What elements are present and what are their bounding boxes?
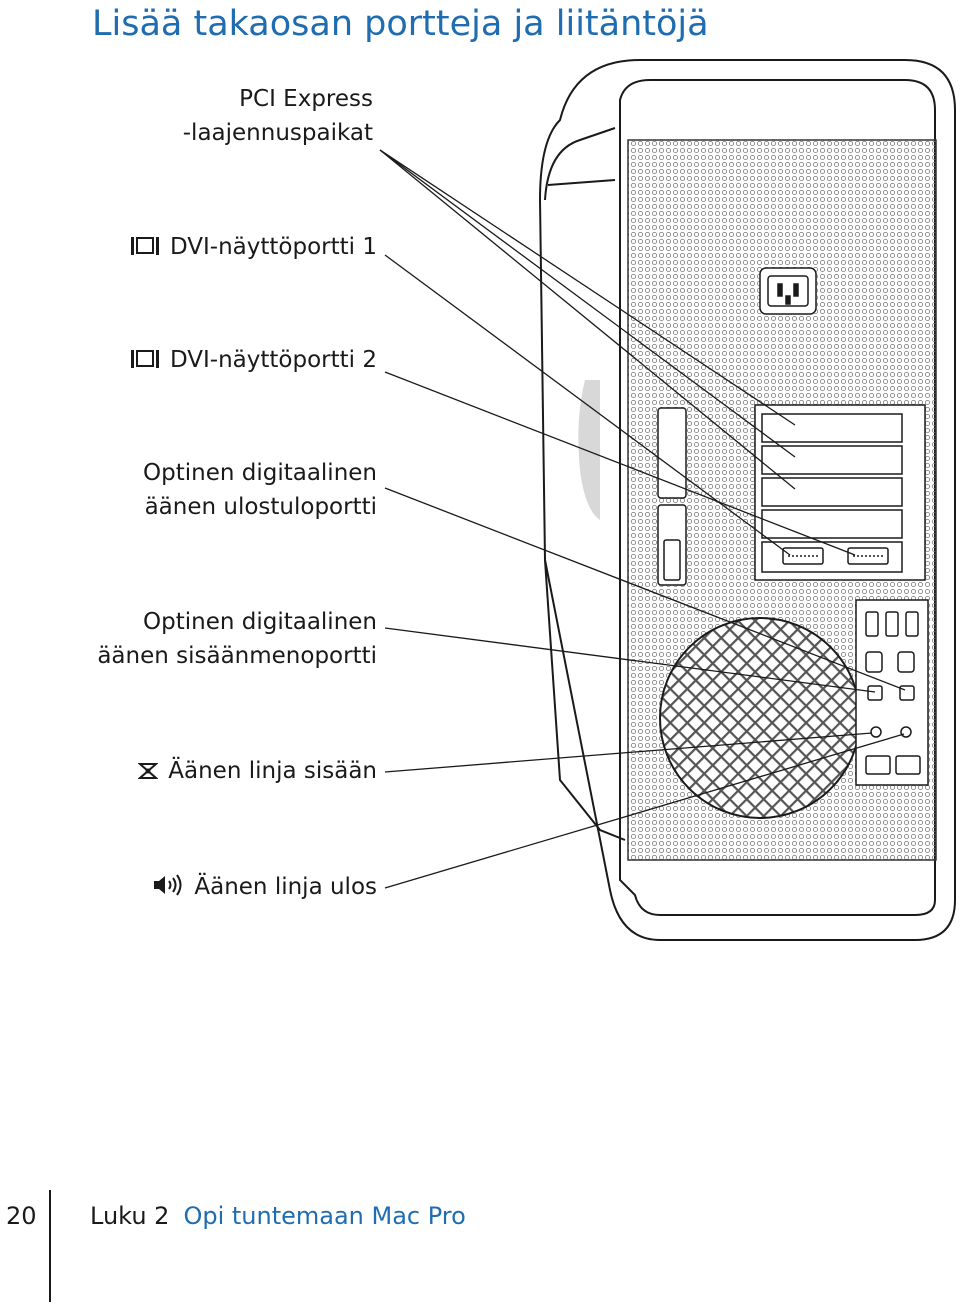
- line-in-label-text: Äänen linja sisään: [168, 758, 377, 784]
- speaker-icon: [152, 873, 184, 907]
- label-pci-express: PCI Express -laajennuspaikat: [183, 82, 373, 150]
- case-frame: [538, 59, 956, 941]
- audio-line-in-icon: [137, 757, 159, 791]
- label-dvi-2: DVI-näyttöportti 2: [130, 343, 377, 380]
- optical-in-port: [867, 685, 883, 701]
- dvi2-label-text: DVI-näyttöportti 2: [169, 347, 377, 373]
- chapter-footer: Luku 2 Opi tuntemaan Mac Pro: [90, 1202, 466, 1230]
- display-port-icon: [130, 233, 160, 267]
- optical-out-line1: Optinen digitaalinen: [143, 460, 377, 486]
- label-line-out: Äänen linja ulos: [152, 870, 377, 907]
- dvi-port-2: [847, 547, 889, 565]
- pci-slots: [754, 404, 926, 581]
- label-optical-out: Optinen digitaalinen äänen ulostuloportt…: [143, 456, 377, 524]
- footer-divider: [49, 1190, 51, 1302]
- dvi-port-1: [782, 547, 824, 565]
- page-number: 20: [6, 1202, 37, 1230]
- apple-logo-icon: [578, 380, 600, 520]
- fan-grille: [659, 617, 861, 819]
- line-out-jack: [900, 726, 912, 738]
- io-cluster: [855, 599, 929, 786]
- line-out-label-text: Äänen linja ulos: [194, 874, 377, 900]
- drive-bay: [657, 407, 687, 586]
- page-title: Lisää takaosan portteja ja liitäntöjä: [92, 4, 709, 44]
- leader-lines: [379, 149, 906, 889]
- optical-out-port: [899, 685, 915, 701]
- power-inlet: [759, 267, 817, 315]
- pci-label-line1: PCI Express: [239, 86, 373, 112]
- label-line-in: Äänen linja sisään: [137, 754, 377, 791]
- dvi1-label-text: DVI-näyttöportti 1: [169, 234, 377, 260]
- pci-label-line2: -laajennuspaikat: [182, 120, 373, 146]
- optical-in-line2: äänen sisäänmenoportti: [97, 643, 377, 669]
- display-port-icon: [130, 346, 160, 380]
- label-dvi-1: DVI-näyttöportti 1: [130, 230, 377, 267]
- optical-out-line2: äänen ulostuloportti: [144, 494, 377, 520]
- chapter-title: Opi tuntemaan Mac Pro: [183, 1202, 466, 1230]
- chapter-label: Luku 2: [90, 1202, 170, 1230]
- line-in-jack: [870, 726, 882, 738]
- label-optical-in: Optinen digitaalinen äänen sisäänmenopor…: [97, 605, 377, 673]
- optical-in-line1: Optinen digitaalinen: [143, 609, 377, 635]
